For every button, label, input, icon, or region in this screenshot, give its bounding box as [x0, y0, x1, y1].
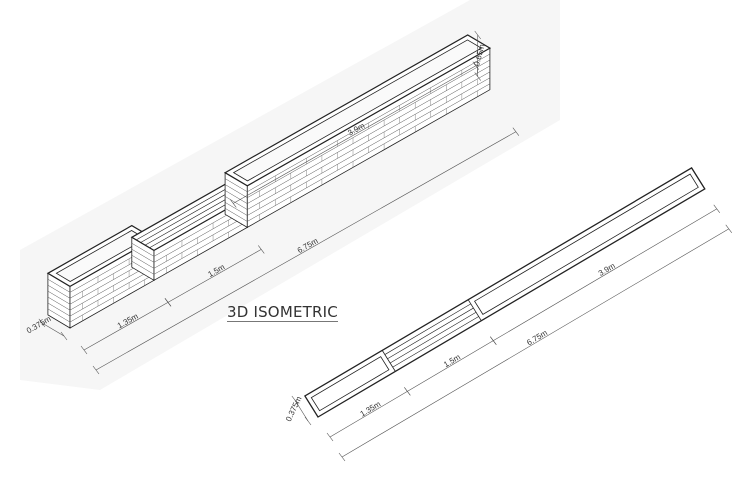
dimension-tick: [291, 395, 299, 405]
large-planter: [223, 34, 492, 229]
small-planter-plan-opening: [310, 356, 390, 412]
large-planter-plan-opening: [474, 173, 699, 315]
bench: [130, 183, 249, 282]
dimension-tick: [258, 245, 265, 254]
dimension-tick: [38, 318, 46, 328]
dimension-tick: [474, 72, 481, 81]
dimension-tick: [713, 204, 721, 214]
iso-dim-small-planter: [83, 302, 169, 351]
brick-course: [153, 215, 248, 269]
plan-dim-total: [341, 228, 729, 458]
brick-course: [153, 221, 248, 275]
isometric-view: [38, 30, 520, 375]
dimension-tick: [474, 30, 481, 40]
iso-dim-bench: [167, 249, 262, 303]
dimension-tick: [230, 199, 237, 208]
bench-slat: [136, 186, 230, 241]
dimension-tick: [92, 365, 100, 375]
plan-section-divider: [691, 167, 706, 190]
plan-section-divider: [381, 350, 396, 372]
dimension-tick: [326, 432, 334, 442]
dimension-tick: [512, 127, 520, 136]
dimension-tick: [490, 336, 497, 345]
bench-slat: [144, 191, 239, 246]
brick-course: [69, 268, 155, 317]
brick-course: [131, 243, 155, 257]
brick-course: [225, 196, 248, 210]
brick-course: [225, 190, 248, 204]
plan-dim-large-planter: [493, 208, 717, 341]
plan-section-divider: [467, 299, 482, 321]
brick-course: [225, 178, 248, 192]
planter-opening: [55, 230, 147, 282]
drawing-title: 3D ISOMETRIC: [227, 303, 338, 322]
plan-view: [291, 167, 733, 462]
iso-dim-total: [95, 131, 516, 371]
brick-course: [47, 296, 71, 311]
iso-dim-width: [41, 322, 65, 337]
plan-bench-slat: [389, 312, 477, 364]
brick-course: [131, 261, 155, 275]
brick-course: [47, 308, 71, 323]
plan-bench-slat: [384, 303, 471, 355]
dimension-tick: [304, 416, 312, 426]
plan-bench-slat: [392, 316, 479, 368]
brick-course: [131, 249, 155, 263]
brick-course: [225, 184, 248, 198]
iso-dim-large-planter: [233, 65, 476, 204]
brick-course: [47, 284, 71, 299]
dimension-tick: [60, 331, 68, 341]
brick-course: [69, 274, 155, 323]
brick-course: [47, 302, 71, 317]
dimension-tick: [404, 387, 411, 396]
brick-course: [47, 290, 71, 305]
brick-course: [131, 255, 155, 269]
small-planter: [46, 224, 156, 329]
brick-course: [225, 208, 248, 222]
plan-bench-slat: [387, 307, 474, 360]
dimension-tick: [338, 452, 346, 462]
brick-course: [225, 202, 248, 216]
planter-opening: [232, 39, 483, 182]
plan-dim-small-planter: [329, 391, 408, 438]
dimension-tick: [80, 345, 88, 355]
dimension-tick: [164, 298, 172, 307]
plan-dim-width: [294, 399, 309, 422]
dimension-tick: [725, 224, 733, 234]
plan-dim-bench: [407, 340, 494, 392]
brick-course: [47, 279, 71, 293]
bench-slat: [140, 189, 235, 243]
